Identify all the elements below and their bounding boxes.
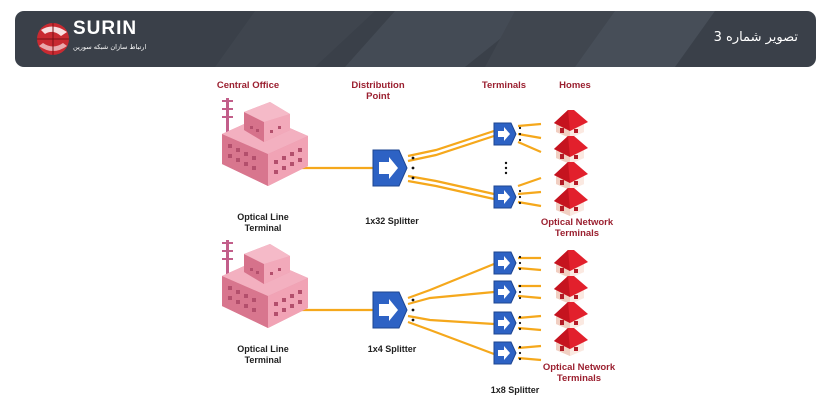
header-central-office: Central Office	[217, 80, 279, 91]
header-pattern	[215, 11, 715, 67]
bottom-ont-label-2: Terminals	[557, 373, 601, 384]
bottom-home-2	[554, 276, 588, 304]
top-central-office-building	[222, 98, 308, 186]
top-olt-label-1: Optical Line	[237, 212, 289, 222]
top-home-4	[554, 188, 588, 216]
bottom-olt-label-1: Optical Line	[237, 344, 289, 354]
top-home-1	[554, 110, 588, 138]
brand-name: SURIN	[73, 18, 138, 39]
top-home-3	[554, 162, 588, 190]
bottom-terminal-splitter-1	[493, 251, 522, 275]
top-splitter-label: 1x32 Splitter	[365, 216, 419, 226]
top-fibers	[292, 122, 542, 208]
top-ont-label-1: Optical Network	[541, 217, 614, 228]
bottom-ont-label-1: Optical Network	[543, 362, 616, 373]
header-distribution-point-1: Distribution	[351, 80, 404, 91]
top-terminal-splitter-1	[493, 122, 522, 146]
brand-tagline: ارتباط سازان شبکه سورین	[73, 43, 147, 51]
header-title: تصویر شماره 3	[713, 30, 798, 45]
top-ont-label-2: Terminals	[555, 228, 599, 239]
bottom-home-4	[554, 328, 588, 356]
bottom-1x8-splitter-label: 1x8 Splitter	[491, 385, 540, 395]
top-terminal-splitter-2	[493, 185, 522, 209]
header-terminals: Terminals	[482, 80, 526, 91]
surin-logo	[37, 23, 69, 55]
bottom-terminal-splitter-3	[493, 311, 522, 335]
top-olt-label-2: Terminal	[245, 223, 282, 233]
bottom-splitter-label: 1x4 Splitter	[368, 344, 417, 354]
header-banner: SURIN ارتباط سازان شبکه سورین تصویر شمار…	[15, 11, 816, 67]
bottom-terminal-splitter-2	[493, 280, 522, 304]
header-distribution-point-2: Point	[366, 91, 391, 102]
bottom-central-office-building	[222, 240, 308, 328]
top-home-2	[554, 136, 588, 164]
header-homes: Homes	[559, 80, 591, 91]
top-terminal-ellipsis	[504, 161, 508, 175]
bottom-fibers	[292, 256, 542, 362]
bottom-home-1	[554, 250, 588, 278]
bottom-terminal-splitter-4	[493, 341, 522, 365]
bottom-olt-label-2: Terminal	[245, 355, 282, 365]
bottom-home-3	[554, 302, 588, 330]
